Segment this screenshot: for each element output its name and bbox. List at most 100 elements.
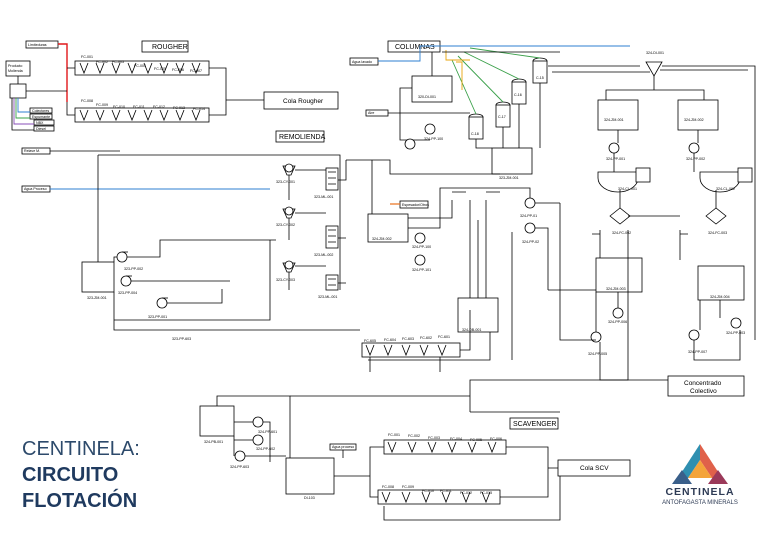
pp-s3-label: 324-PP-603 xyxy=(230,465,249,469)
rougher-area: Limiteduras Producto Molienda Colectores… xyxy=(5,40,339,132)
scv-fc006-label: FC-006 xyxy=(490,437,502,441)
black-reagent-line xyxy=(11,98,34,131)
zm-r3-label: 324-ZM-003 xyxy=(606,287,626,291)
zm002-top-label: 323-ZM-001 xyxy=(499,176,519,180)
reagent-box-4 xyxy=(33,125,55,132)
zm001-tank xyxy=(81,261,115,293)
column-c18 xyxy=(468,113,484,140)
feed-label-2: Molienda xyxy=(8,69,23,73)
scv-fc012-label: FC-012 xyxy=(460,491,472,495)
scv-fc003-label: FC-003 xyxy=(428,436,440,440)
pump-pp004 xyxy=(120,275,132,287)
di001-label: 320-DI-001 xyxy=(418,95,436,99)
fc002-label: FC-002 xyxy=(96,60,108,64)
pp-r6-label: 324-PP-007 xyxy=(688,350,707,354)
c16-label: C-16 xyxy=(514,93,522,97)
pump-r6 xyxy=(688,329,700,341)
fc011-label: FC-011 xyxy=(133,105,145,109)
concentrado-label-1: Concentrado xyxy=(684,380,722,387)
espesador-label: Espesador/Otros xyxy=(402,203,429,207)
distributor-right xyxy=(645,61,663,77)
scv-fc009-label: FC-009 xyxy=(402,485,414,489)
zm-r3-tank xyxy=(595,257,643,293)
scv-fc008-label: FC-008 xyxy=(382,485,394,489)
feed-label-1: Producto xyxy=(8,64,22,68)
column-c16 xyxy=(511,78,527,105)
middle-area: Espesador/Otros 324-ZM-002 324-PP-100 32… xyxy=(346,159,560,361)
fc008-label: FC-008 xyxy=(81,99,93,103)
agua-proceso-2-label: Agua proceso xyxy=(332,445,354,449)
title-block: CENTINELA: CIRCUITO FLOTACIÓN xyxy=(22,436,140,514)
pump-s2 xyxy=(252,434,264,446)
pump-r4 xyxy=(590,331,602,343)
di-right-label: 324-DI-001 xyxy=(646,51,664,55)
cy003-label: 323-CY-003 xyxy=(276,278,295,282)
logo-subtitle: ANTOFAGASTA MINERALS xyxy=(662,500,738,506)
fc-r2 xyxy=(705,207,727,225)
pp603-label: 323-PP-603 xyxy=(172,337,191,341)
reagent-label-1: Colectores xyxy=(32,109,49,113)
pp100-label: 324-PP-100 xyxy=(412,245,431,249)
reagent-box-1 xyxy=(29,107,53,114)
cy001-label: 323-CY-001 xyxy=(276,180,295,184)
zm002-tank xyxy=(367,213,409,243)
fc006-label: FC-006 xyxy=(172,68,184,72)
cyclone-3 xyxy=(282,260,296,273)
pump-r2 xyxy=(688,142,700,154)
zm-r2-tank xyxy=(677,99,719,131)
fc010-label: FC-010 xyxy=(113,105,125,109)
scavenger-area: SCAVENGER 324-PB-001 324-PP-601 324-PP-6… xyxy=(199,230,631,521)
fc013-label: FC-013 xyxy=(173,106,185,110)
cola-scv-label: Cola SCV xyxy=(580,465,609,472)
pp-r4-label: 324-PP-005 xyxy=(588,352,607,356)
pump-r5 xyxy=(730,317,742,329)
pump-pp002 xyxy=(116,251,128,263)
title-line-3: FLOTACIÓN xyxy=(22,490,138,512)
cyclone-2 xyxy=(282,206,296,219)
mill-1 xyxy=(325,167,339,191)
fc603-label: FC-603 xyxy=(402,337,414,341)
fc005-label: FC-005 xyxy=(154,67,166,71)
pump-r3 xyxy=(612,307,624,319)
scv-fc001-label: FC-001 xyxy=(388,433,400,437)
fc-r2-label: 324-FC-003 xyxy=(708,231,727,235)
zm001-label: 323-ZM-001 xyxy=(87,296,107,300)
di001-box xyxy=(411,75,453,103)
zm002-box xyxy=(491,147,533,175)
feed-top-label: Limiteduras xyxy=(28,43,47,47)
distributor-box xyxy=(9,83,27,99)
columnas-title-box xyxy=(387,40,441,53)
columnas-area: COLUMNAS Agua lavado Aire 320-DI-001 C-1… xyxy=(349,40,650,180)
pp101-label: 324-PP-101 xyxy=(412,268,431,272)
pp01-label: 324-PP-01 xyxy=(520,214,537,218)
blue-reagent-line xyxy=(17,98,30,113)
pp-r2-label: 324-PP-002 xyxy=(686,157,705,161)
centinela-logo: CENTINELA ANTOFAGASTA MINERALS xyxy=(652,440,748,522)
fc012-label: FC-012 xyxy=(153,105,165,109)
pump-pp02 xyxy=(524,222,536,234)
scv-fc004-label: FC-004 xyxy=(450,437,462,441)
pump-s3 xyxy=(234,450,246,462)
pp001-label: 323-PP-001 xyxy=(148,315,167,319)
pump-s1 xyxy=(252,416,264,428)
fc604-label: FC-604 xyxy=(384,338,396,342)
c18-label: C-18 xyxy=(471,132,479,136)
zm-r4-tank xyxy=(697,265,745,301)
scavenger-row-1 xyxy=(383,439,507,455)
cola-rougher-label: Cola Rougher xyxy=(283,98,324,105)
pp-r5-label: 324-PP-003 xyxy=(726,331,745,335)
concentrado-box xyxy=(667,375,745,397)
reagent-label-4: Diesel xyxy=(36,127,46,131)
pp004-label: 323-PP-004 xyxy=(118,291,137,295)
relave-label: Relave M. xyxy=(24,149,40,153)
reagent-label-2: Espumante xyxy=(32,115,50,119)
zm-r1-label: 324-ZM-001 xyxy=(604,118,624,122)
ml003-label: 323-ML-001 xyxy=(318,295,337,299)
fc003-label: FC-003 xyxy=(112,60,124,64)
zm-r2-label: 324-ZM-002 xyxy=(684,118,704,122)
reagent-label-3: NBX xyxy=(36,121,44,125)
di103-label: DI-103 xyxy=(304,496,315,500)
remolienda-title: REMOLIENDA xyxy=(279,134,326,141)
right-area: 324-DI-001 324-ZM-001 324-ZM-002 324-PP-… xyxy=(548,51,756,397)
